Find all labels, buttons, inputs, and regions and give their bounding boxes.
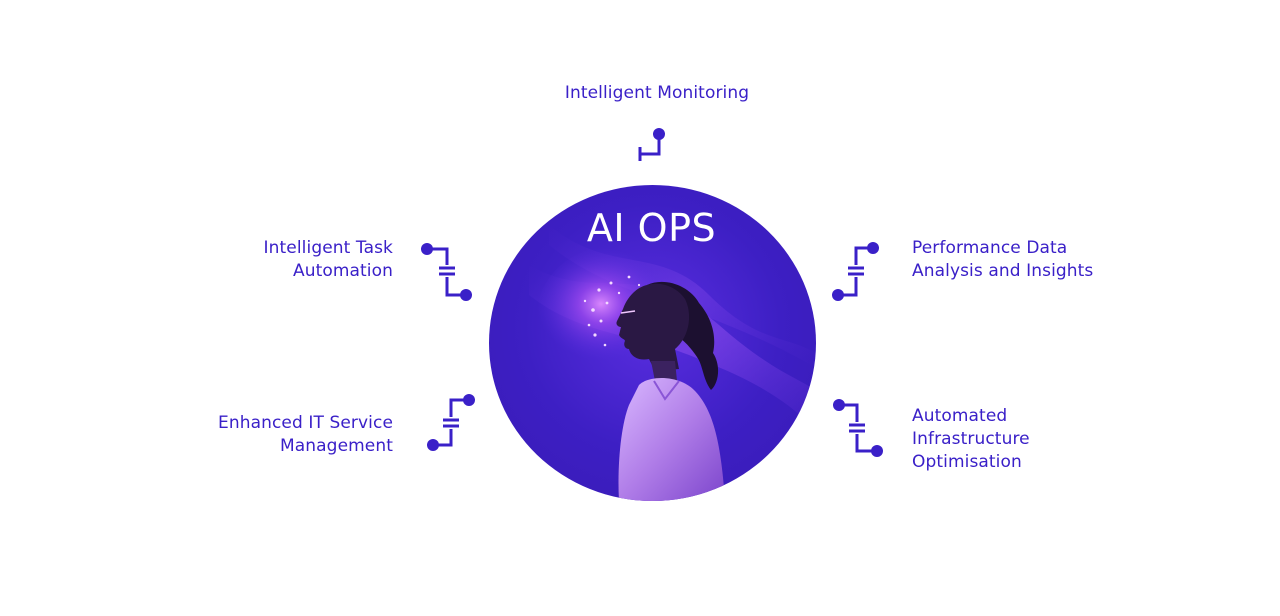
feature-label-line: Intelligent Monitoring bbox=[564, 83, 750, 103]
digital-particles bbox=[583, 275, 641, 347]
connector-node-dot bbox=[460, 289, 472, 301]
feature-label-line: Enhanced IT Service bbox=[217, 413, 393, 433]
feature-label-line: Performance Data bbox=[912, 238, 1068, 258]
feature-label-line: Automation bbox=[292, 261, 393, 281]
connector-bottom-right bbox=[833, 399, 883, 457]
connector-line bbox=[638, 134, 661, 161]
feature-label-line: Optimisation bbox=[912, 452, 1022, 472]
person-silhouette bbox=[616, 281, 725, 501]
connector-top-left bbox=[421, 243, 472, 301]
feature-label-line: Management bbox=[280, 436, 393, 456]
feature-intelligent-monitoring: Intelligent Monitoring bbox=[540, 82, 774, 105]
ai-ops-hub bbox=[489, 185, 816, 501]
connector-node-dot bbox=[427, 439, 439, 451]
feature-label-line: Automated bbox=[912, 406, 1008, 426]
connector-line bbox=[839, 403, 877, 453]
connector-line bbox=[427, 247, 466, 297]
feature-intelligent-task-automation: Intelligent Task Automation bbox=[190, 237, 393, 283]
feature-label-line: Infrastructure bbox=[912, 429, 1030, 449]
feature-automated-infrastructure-optimisation: Automated Infrastructure Optimisation bbox=[912, 405, 1112, 474]
connector-line bbox=[838, 246, 873, 297]
feature-label-line: Intelligent Task bbox=[263, 238, 393, 258]
connector-top bbox=[638, 128, 665, 161]
connector-bottom-left bbox=[427, 394, 475, 451]
feature-enhanced-it-service-management: Enhanced IT Service Management bbox=[180, 412, 393, 458]
connector-node-dot bbox=[871, 445, 883, 457]
feature-performance-data-analysis: Performance Data Analysis and Insights bbox=[912, 237, 1142, 283]
connector-node-dot bbox=[832, 289, 844, 301]
connector-top-right bbox=[832, 242, 879, 301]
feature-label-line: Analysis and Insights bbox=[912, 261, 1094, 281]
connector-line bbox=[433, 398, 469, 447]
